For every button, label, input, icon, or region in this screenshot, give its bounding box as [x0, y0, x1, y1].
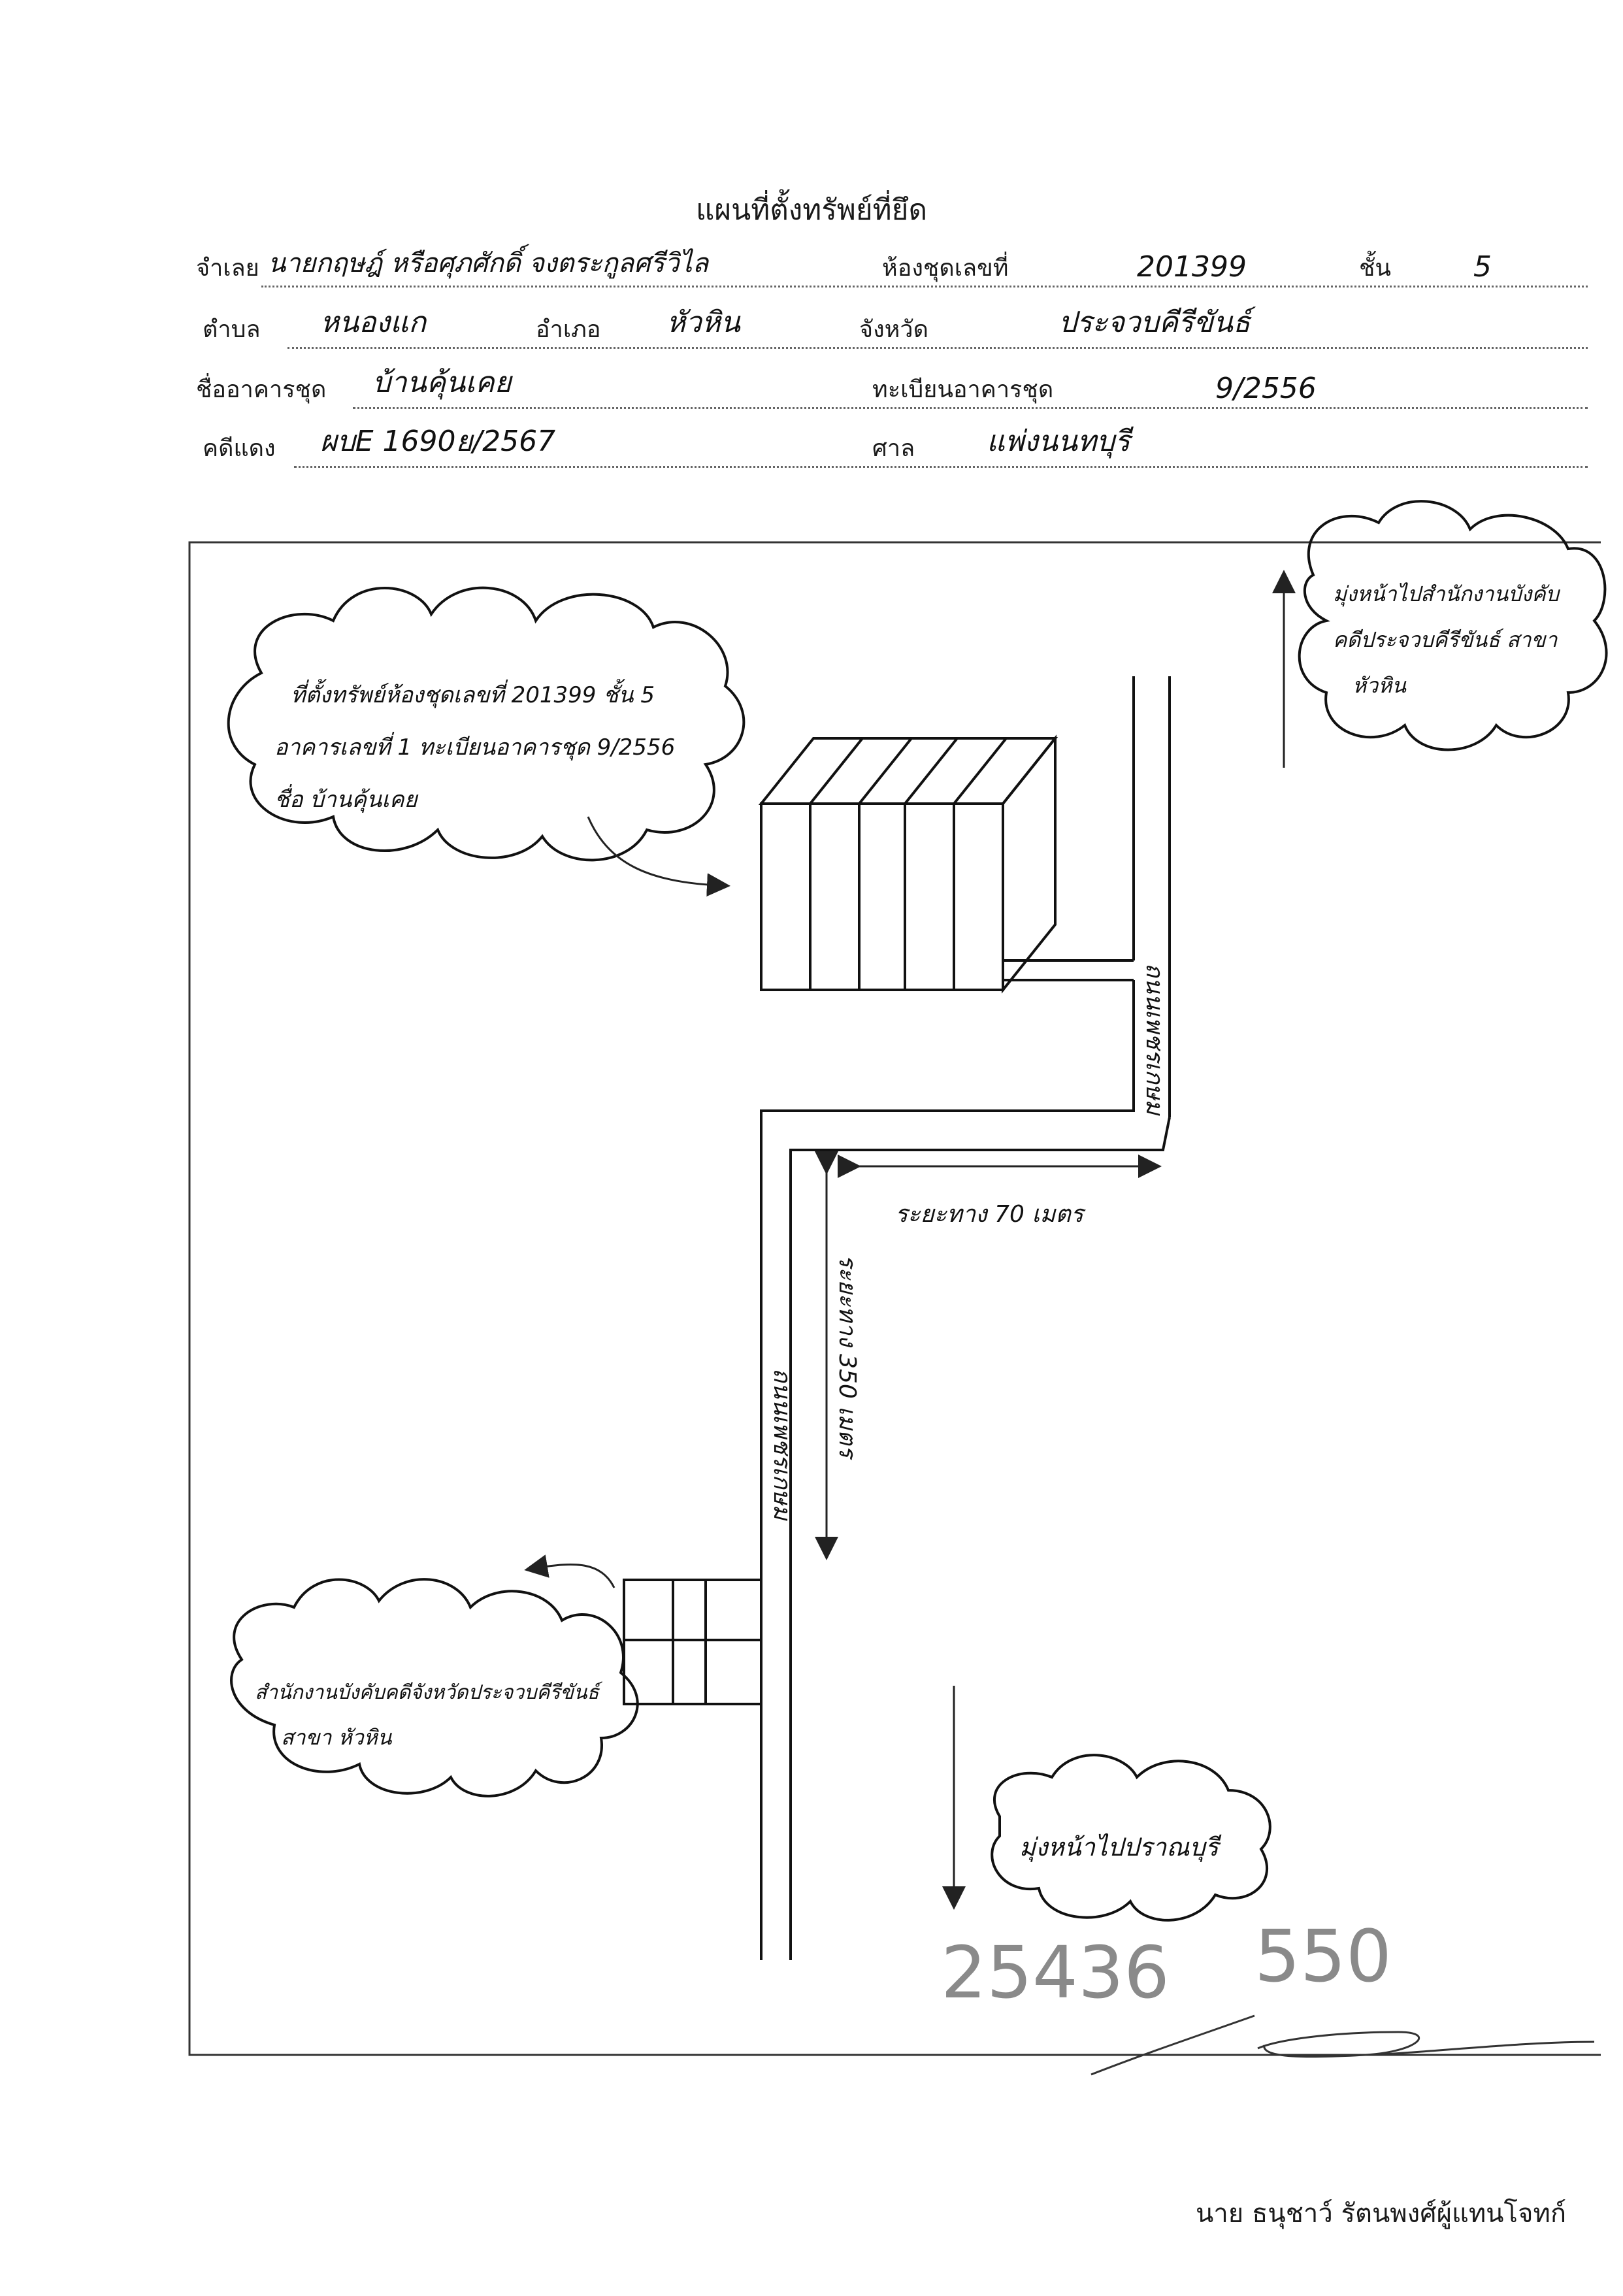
document-title: แผนที่ตั้งทรัพย์ที่ยึด — [695, 193, 928, 227]
dotted-line — [353, 407, 1588, 409]
unit-value: 201399 — [1137, 250, 1247, 284]
case-value: ผบE 1690ย/2567 — [320, 425, 556, 458]
signature — [1090, 2014, 1595, 2076]
pencil-number-right: 550 — [1254, 1914, 1392, 1998]
registration-value: 9/2556 — [1215, 372, 1317, 405]
north-note-cloud — [1298, 500, 1608, 751]
property-pointer-arrow — [587, 816, 730, 897]
pencil-number-left: 25436 — [941, 1931, 1170, 2014]
field-row-case: คดีแดง ผบE 1690ย/2567 ศาล แพ่งนนทบุรี — [196, 425, 1588, 470]
dotted-line — [294, 466, 1588, 468]
court-value: แพ่งนนทบุรี — [987, 425, 1130, 458]
field-row-building: ชื่ออาคารชุด บ้านคุ้นเคย ทะเบียนอาคารชุด… — [196, 366, 1588, 412]
office-note-line-2: สาขา หัวหิน — [281, 1725, 393, 1750]
south-note-cloud — [991, 1754, 1271, 1922]
main-road — [760, 676, 1171, 1960]
court-label: ศาล — [872, 435, 915, 462]
registration-label: ทะเบียนอาคารชุด — [872, 376, 1054, 403]
driveway — [1003, 959, 1134, 981]
floor-value: 5 — [1473, 250, 1492, 284]
signer-name: นาย ธนุชาว์ รัตนพงศ์ผู้แทนโจทก์ — [1196, 2199, 1567, 2229]
case-label: คดีแดง — [203, 435, 276, 462]
office-pointer-arrow — [524, 1554, 615, 1588]
property-note-cloud — [227, 586, 746, 862]
debtor-value: นายกฤษฎ์ หรือศุภศักดิ์ จงตระกูลศรีวิไล — [268, 248, 709, 278]
floor-label: ชั้น — [1359, 255, 1392, 282]
district-label: อำเภอ — [536, 316, 601, 343]
road-label-upper: ถนนเพชรเกษม — [1141, 963, 1168, 1117]
road-label-lower: ถนนเพชรเกษม — [768, 1368, 795, 1522]
subdistrict-value: หนองแก — [320, 306, 426, 339]
north-note-line-1: มุ่งหน้าไปสำนักงานบังคับ — [1333, 582, 1561, 607]
property-note-line-1: ที่ตั้งทรัพย์ห้องชุดเลขที่ 201399 ชั้น 5 — [291, 678, 655, 708]
field-row-debtor: จำเลย นายกฤษฎ์ หรือศุภศักดิ์ จงตระกูลศรี… — [196, 244, 1588, 290]
north-note-line-3: หัวหิน — [1352, 673, 1407, 698]
building-label: ชื่ออาคารชุด — [196, 376, 327, 403]
unit-label: ห้องชุดเลขที่ — [882, 255, 1009, 282]
district-value: หัวหิน — [666, 306, 740, 339]
property-note-line-2: อาคารเลขที่ 1 ทะเบียนอาคารชุด 9/2556 — [274, 732, 675, 761]
condo-building — [758, 734, 1058, 994]
south-note-line-1: มุ่งหน้าไปปราณบุรี — [1019, 1833, 1222, 1862]
province-label: จังหวัด — [859, 316, 928, 343]
dotted-line — [261, 286, 1588, 287]
province-value: ประจวบคีรีขันธ์ — [1058, 306, 1251, 339]
subdistrict-label: ตำบล — [203, 316, 261, 343]
office-building — [623, 1579, 762, 1705]
north-note-line-2: คดีประจวบคีรีขันธ์ สาขา — [1333, 627, 1558, 652]
building-value: บ้านคุ้นเคย — [372, 366, 512, 399]
field-row-location: ตำบล หนองแก อำเภอ หัวหิน จังหวัด ประจวบค… — [196, 306, 1588, 352]
office-note-cloud — [230, 1578, 639, 1797]
map-frame — [188, 541, 1601, 2056]
dotted-line — [287, 347, 1588, 349]
office-note-line-1: สำนักงานบังคับคดีจังหวัดประจวบคีรีขันธ์ — [255, 1681, 603, 1704]
debtor-label: จำเลย — [196, 255, 259, 282]
distance-label-horizontal: ระยะทาง 70 เมตร — [895, 1201, 1087, 1228]
distance-label-vertical: ระยะทาง 350 เมตร — [834, 1255, 861, 1461]
property-note-line-3: ชื่อ บ้านคุ้นเคย — [274, 784, 419, 813]
